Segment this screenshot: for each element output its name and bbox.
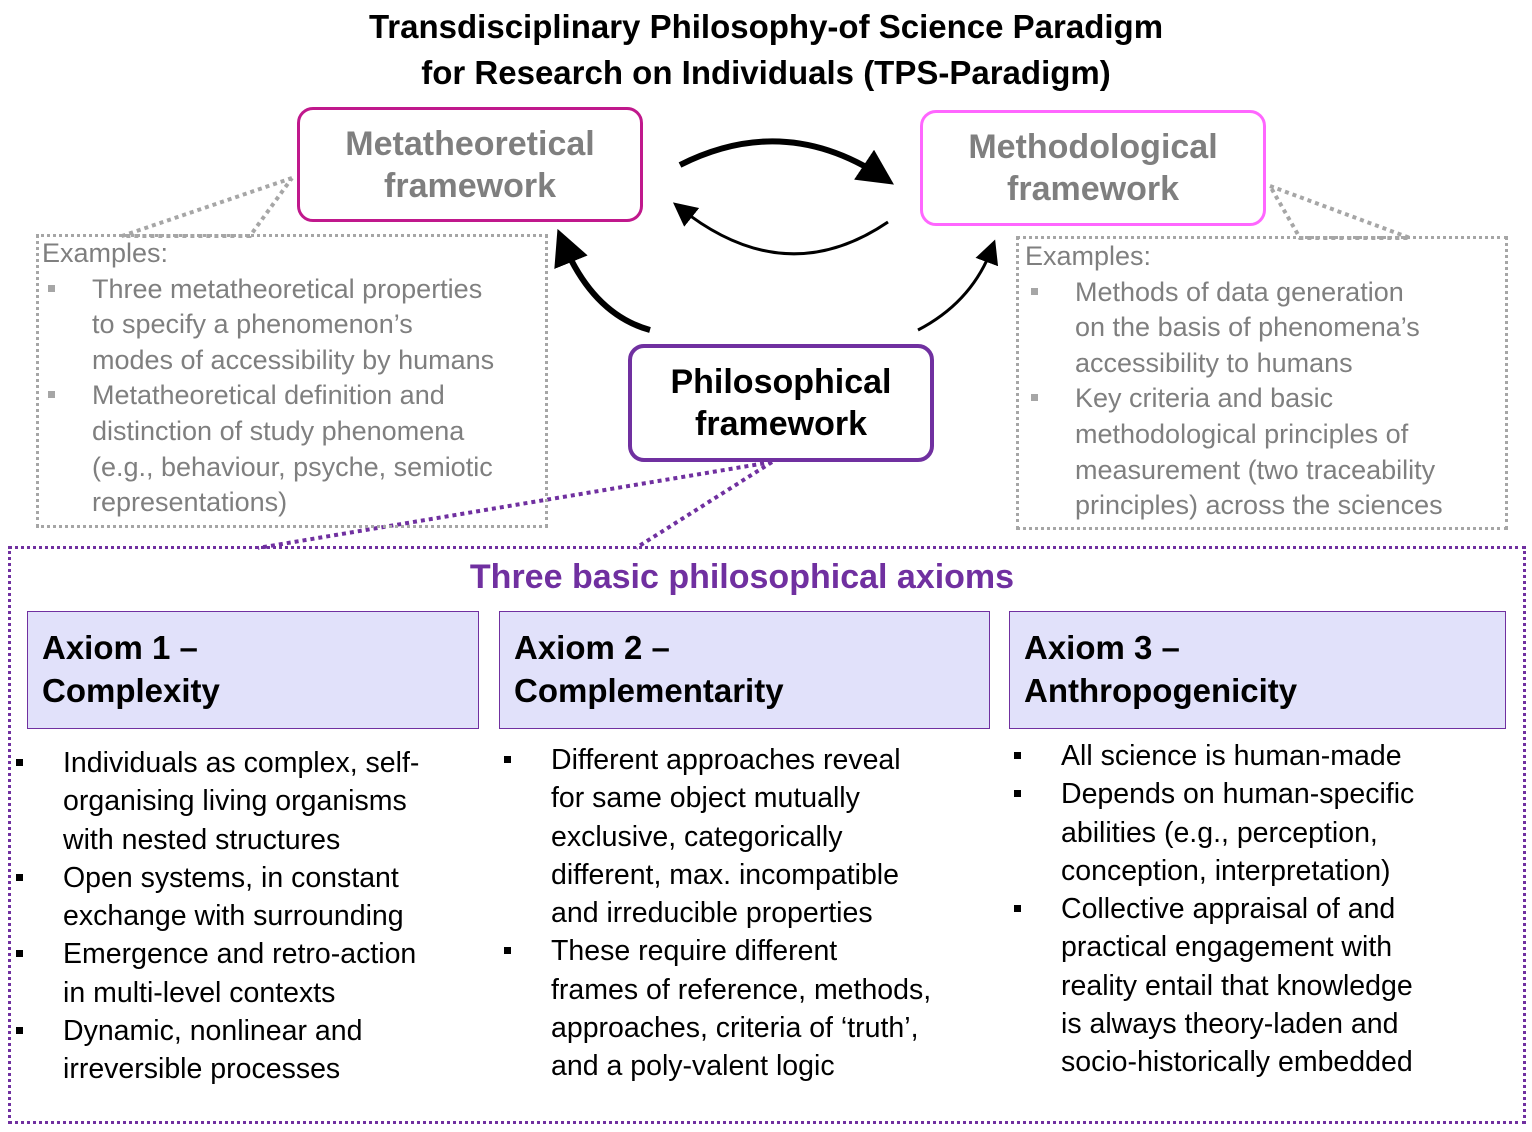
list-item: These require different frames of refere… [504, 932, 996, 1085]
philosophical-callout-line-left [257, 460, 773, 550]
list-item: Different approaches reveal for same obj… [504, 741, 996, 932]
metatheoretical-label-line-1: Metatheoretical [345, 124, 595, 163]
philosophical-framework-box: Philosophical framework [628, 344, 934, 462]
examples-left-item: Three metatheoretical properties to spec… [42, 272, 552, 379]
list-item: Individuals as complex, self- organising… [16, 744, 488, 859]
title-line-2: for Research on Individuals (TPS-Paradig… [421, 54, 1111, 91]
arrow-phil-to-method [917, 239, 999, 332]
list-item: Collective appraisal of and practical en… [1014, 890, 1516, 1081]
list-item: All science is human-made [1014, 737, 1516, 775]
axiom-3-list: All science is human-made Depends on hum… [1014, 737, 1516, 1082]
metatheoretical-framework-box: Metatheoretical framework [297, 107, 643, 222]
metatheoretical-label-line-2: framework [384, 166, 556, 205]
axiom-1-header: Axiom 1 – Complexity [27, 611, 479, 729]
title-line-1: Transdisciplinary Philosophy-of Science … [368, 8, 1164, 45]
list-item: Open systems, in constant exchange with … [16, 859, 488, 936]
examples-right-item: Key criteria and basic methodological pr… [1025, 381, 1505, 523]
metatheoretical-callout-line [121, 176, 294, 238]
axiom-2-list: Different approaches reveal for same obj… [504, 741, 996, 1086]
philosophical-label-line-2: framework [695, 405, 867, 443]
axiom-3-header: Axiom 3 – Anthropogenicity [1009, 611, 1506, 729]
examples-left-box [36, 234, 548, 528]
examples-right-box [1016, 236, 1508, 530]
axioms-container [8, 546, 1526, 1124]
methodological-label-line-2: framework [1007, 170, 1179, 208]
examples-right-item: Methods of data generation on the basis … [1025, 275, 1505, 382]
list-item: Emergence and retro-action in multi-leve… [16, 935, 488, 1012]
arrow-method-to-meta [672, 202, 889, 256]
diagram-title: Transdisciplinary Philosophy-of Science … [0, 4, 1532, 96]
list-item: Depends on human-specific abilities (e.g… [1014, 775, 1516, 890]
examples-right-heading: Examples: [1025, 241, 1152, 271]
axioms-title: Three basic philosophical axioms [469, 558, 1015, 596]
axiom-2-header: Axiom 2 – Complementarity [499, 611, 990, 729]
arrow-meta-to-method [678, 138, 894, 185]
methodological-framework-box: Methodological framework [920, 110, 1266, 226]
list-item: Dynamic, nonlinear and irreversible proc… [16, 1012, 488, 1089]
methodological-label-line-1: Methodological [968, 128, 1218, 166]
examples-left-heading: Examples: [42, 238, 169, 268]
methodological-callout-line [1268, 184, 1411, 240]
philosophical-label-line-1: Philosophical [670, 363, 892, 401]
arrow-phil-to-meta [554, 228, 651, 333]
examples-left-text: Examples: Three metatheoretical properti… [42, 236, 552, 521]
axiom-1-list: Individuals as complex, self- organising… [16, 744, 488, 1089]
philosophical-callout-line-right [634, 460, 774, 550]
examples-right-text: Examples: Methods of data generation on … [1025, 239, 1505, 524]
examples-left-item: Metatheoretical definition and distincti… [42, 378, 552, 520]
